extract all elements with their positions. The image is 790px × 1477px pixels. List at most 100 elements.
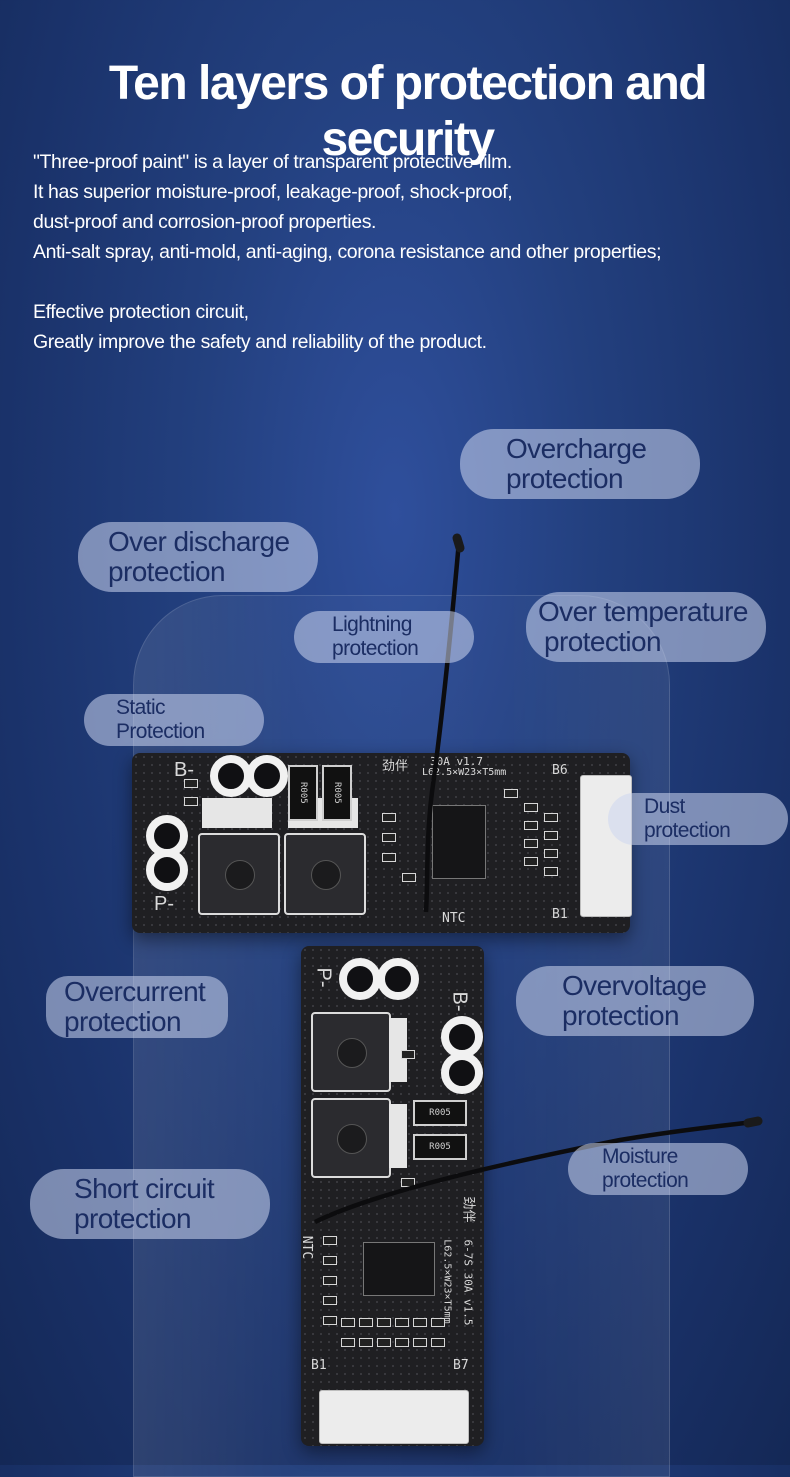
smd-part	[341, 1318, 355, 1327]
balance-connector	[319, 1390, 469, 1444]
overvoltage-label: Overvoltage protection	[516, 966, 754, 1036]
smd-part	[431, 1338, 445, 1347]
shunt-resistor: R005	[322, 765, 352, 821]
intro-text: "Three-proof paint" is a layer of transp…	[33, 147, 783, 357]
label-line: Overvoltage	[562, 970, 707, 1001]
smd-part	[382, 833, 396, 842]
label-line: protection	[506, 463, 624, 494]
smd-part	[401, 1178, 415, 1187]
smd-part	[323, 1296, 337, 1305]
intro-line: dust-proof and corrosion-proof propertie…	[33, 211, 377, 233]
label-line: protection	[332, 637, 419, 660]
label-line: Static	[116, 696, 166, 719]
label-line: Dust	[644, 795, 685, 818]
smd-part	[544, 831, 558, 840]
intro-line: It has superior moisture-proof, leakage-…	[33, 181, 513, 203]
smd-part	[402, 873, 416, 882]
b1-label: B1	[311, 1358, 327, 1373]
mosfet	[311, 1012, 391, 1092]
mosfet-tab	[389, 1018, 407, 1082]
intro-line: Anti-salt spray, anti-mold, anti-aging, …	[33, 241, 662, 263]
label-line: protection	[544, 626, 662, 657]
overcurrent-label: Overcurrent protection	[46, 976, 228, 1038]
label-line: Over temperature	[538, 596, 748, 627]
dust-label: Dust protection	[608, 793, 788, 845]
mosfet-tab	[389, 1104, 407, 1168]
smd-part	[382, 813, 396, 822]
label-line: Moisture	[602, 1145, 678, 1168]
smd-part	[544, 813, 558, 822]
smd-part	[524, 839, 538, 848]
smd-part	[544, 867, 558, 876]
label-line: protection	[562, 1000, 680, 1031]
label-line: Over discharge	[108, 526, 290, 557]
mosfet	[284, 833, 366, 915]
label-line: protection	[644, 819, 731, 842]
bms-board-vertical: P- B- R005 R005 NTC 劲伴 6-7S 30A v1.5 L62…	[299, 946, 484, 1446]
mosfet	[311, 1098, 391, 1178]
ntc-wire-top	[423, 540, 462, 913]
label-line: Protection	[116, 720, 205, 743]
shunt-resistor: R005	[413, 1100, 467, 1126]
smd-part	[413, 1338, 427, 1347]
smd-part	[359, 1318, 373, 1327]
protection-ic	[363, 1242, 435, 1296]
smd-part	[323, 1256, 337, 1265]
label-line: protection	[74, 1203, 192, 1234]
b-minus-pad	[441, 1052, 483, 1094]
b6-label: B6	[552, 763, 568, 778]
label-line: Overcurrent	[64, 976, 206, 1007]
shunt-resistor: R005	[413, 1134, 467, 1160]
smd-part	[341, 1338, 355, 1347]
smd-part	[395, 1318, 409, 1327]
static-label: Static Protection	[84, 694, 264, 746]
smd-part	[413, 1318, 427, 1327]
smd-part	[395, 1338, 409, 1347]
label-line: protection	[602, 1169, 689, 1192]
p-minus-pad	[146, 815, 188, 857]
label-line: protection	[64, 1006, 182, 1037]
shunt-resistor: R005	[288, 765, 318, 821]
smd-part	[377, 1318, 391, 1327]
label-line: Lightning	[332, 613, 412, 636]
ntc-probe-bottom	[743, 1116, 763, 1128]
p-minus-pad	[146, 849, 188, 891]
b7-label: B7	[453, 1358, 469, 1373]
over-discharge-label: Over discharge protection	[78, 522, 318, 592]
ntc-probe-top	[452, 533, 465, 553]
b-minus-pad	[246, 755, 288, 797]
smd-part	[524, 857, 538, 866]
moisture-label: Moisture protection	[568, 1143, 748, 1195]
label-line: protection	[108, 556, 226, 587]
over-temperature-label: Over temperature protection	[526, 592, 766, 662]
smd-part	[377, 1338, 391, 1347]
smd-part	[504, 789, 518, 798]
bms-board-horizontal: B- P- R005 R005 劲伴 30A v1.7 L62.5×W23×T5…	[132, 753, 632, 933]
smd-part	[431, 1318, 445, 1327]
short-circuit-label: Short circuit protection	[30, 1169, 270, 1239]
ntc-label: NTC	[442, 911, 466, 926]
p-minus-label: P-	[154, 893, 174, 915]
protection-ic	[432, 805, 486, 879]
label-line: Overcharge	[506, 433, 647, 464]
size-label: L62.5×W23×T5mm	[422, 767, 507, 778]
smd-part	[544, 849, 558, 858]
smd-part	[359, 1338, 373, 1347]
smd-part	[401, 1050, 415, 1059]
smd-part	[524, 821, 538, 830]
intro-line: Effective protection circuit,	[33, 301, 249, 323]
smd-part	[382, 853, 396, 862]
mosfet	[198, 833, 280, 915]
brand-logo: 劲伴	[382, 759, 409, 774]
page-title: Ten layers of protection and security	[108, 57, 708, 166]
lightning-label: Lightning protection	[294, 611, 474, 663]
smd-part	[524, 803, 538, 812]
model-label: 30A v1.7	[430, 755, 483, 768]
b-minus-label: B-	[174, 759, 194, 781]
label-line: Short circuit	[74, 1173, 215, 1204]
smd-part	[323, 1236, 337, 1245]
overcharge-label: Overcharge protection	[460, 429, 700, 499]
b1-label: B1	[552, 907, 568, 922]
smd-part	[323, 1316, 337, 1325]
smd-part	[184, 797, 198, 806]
